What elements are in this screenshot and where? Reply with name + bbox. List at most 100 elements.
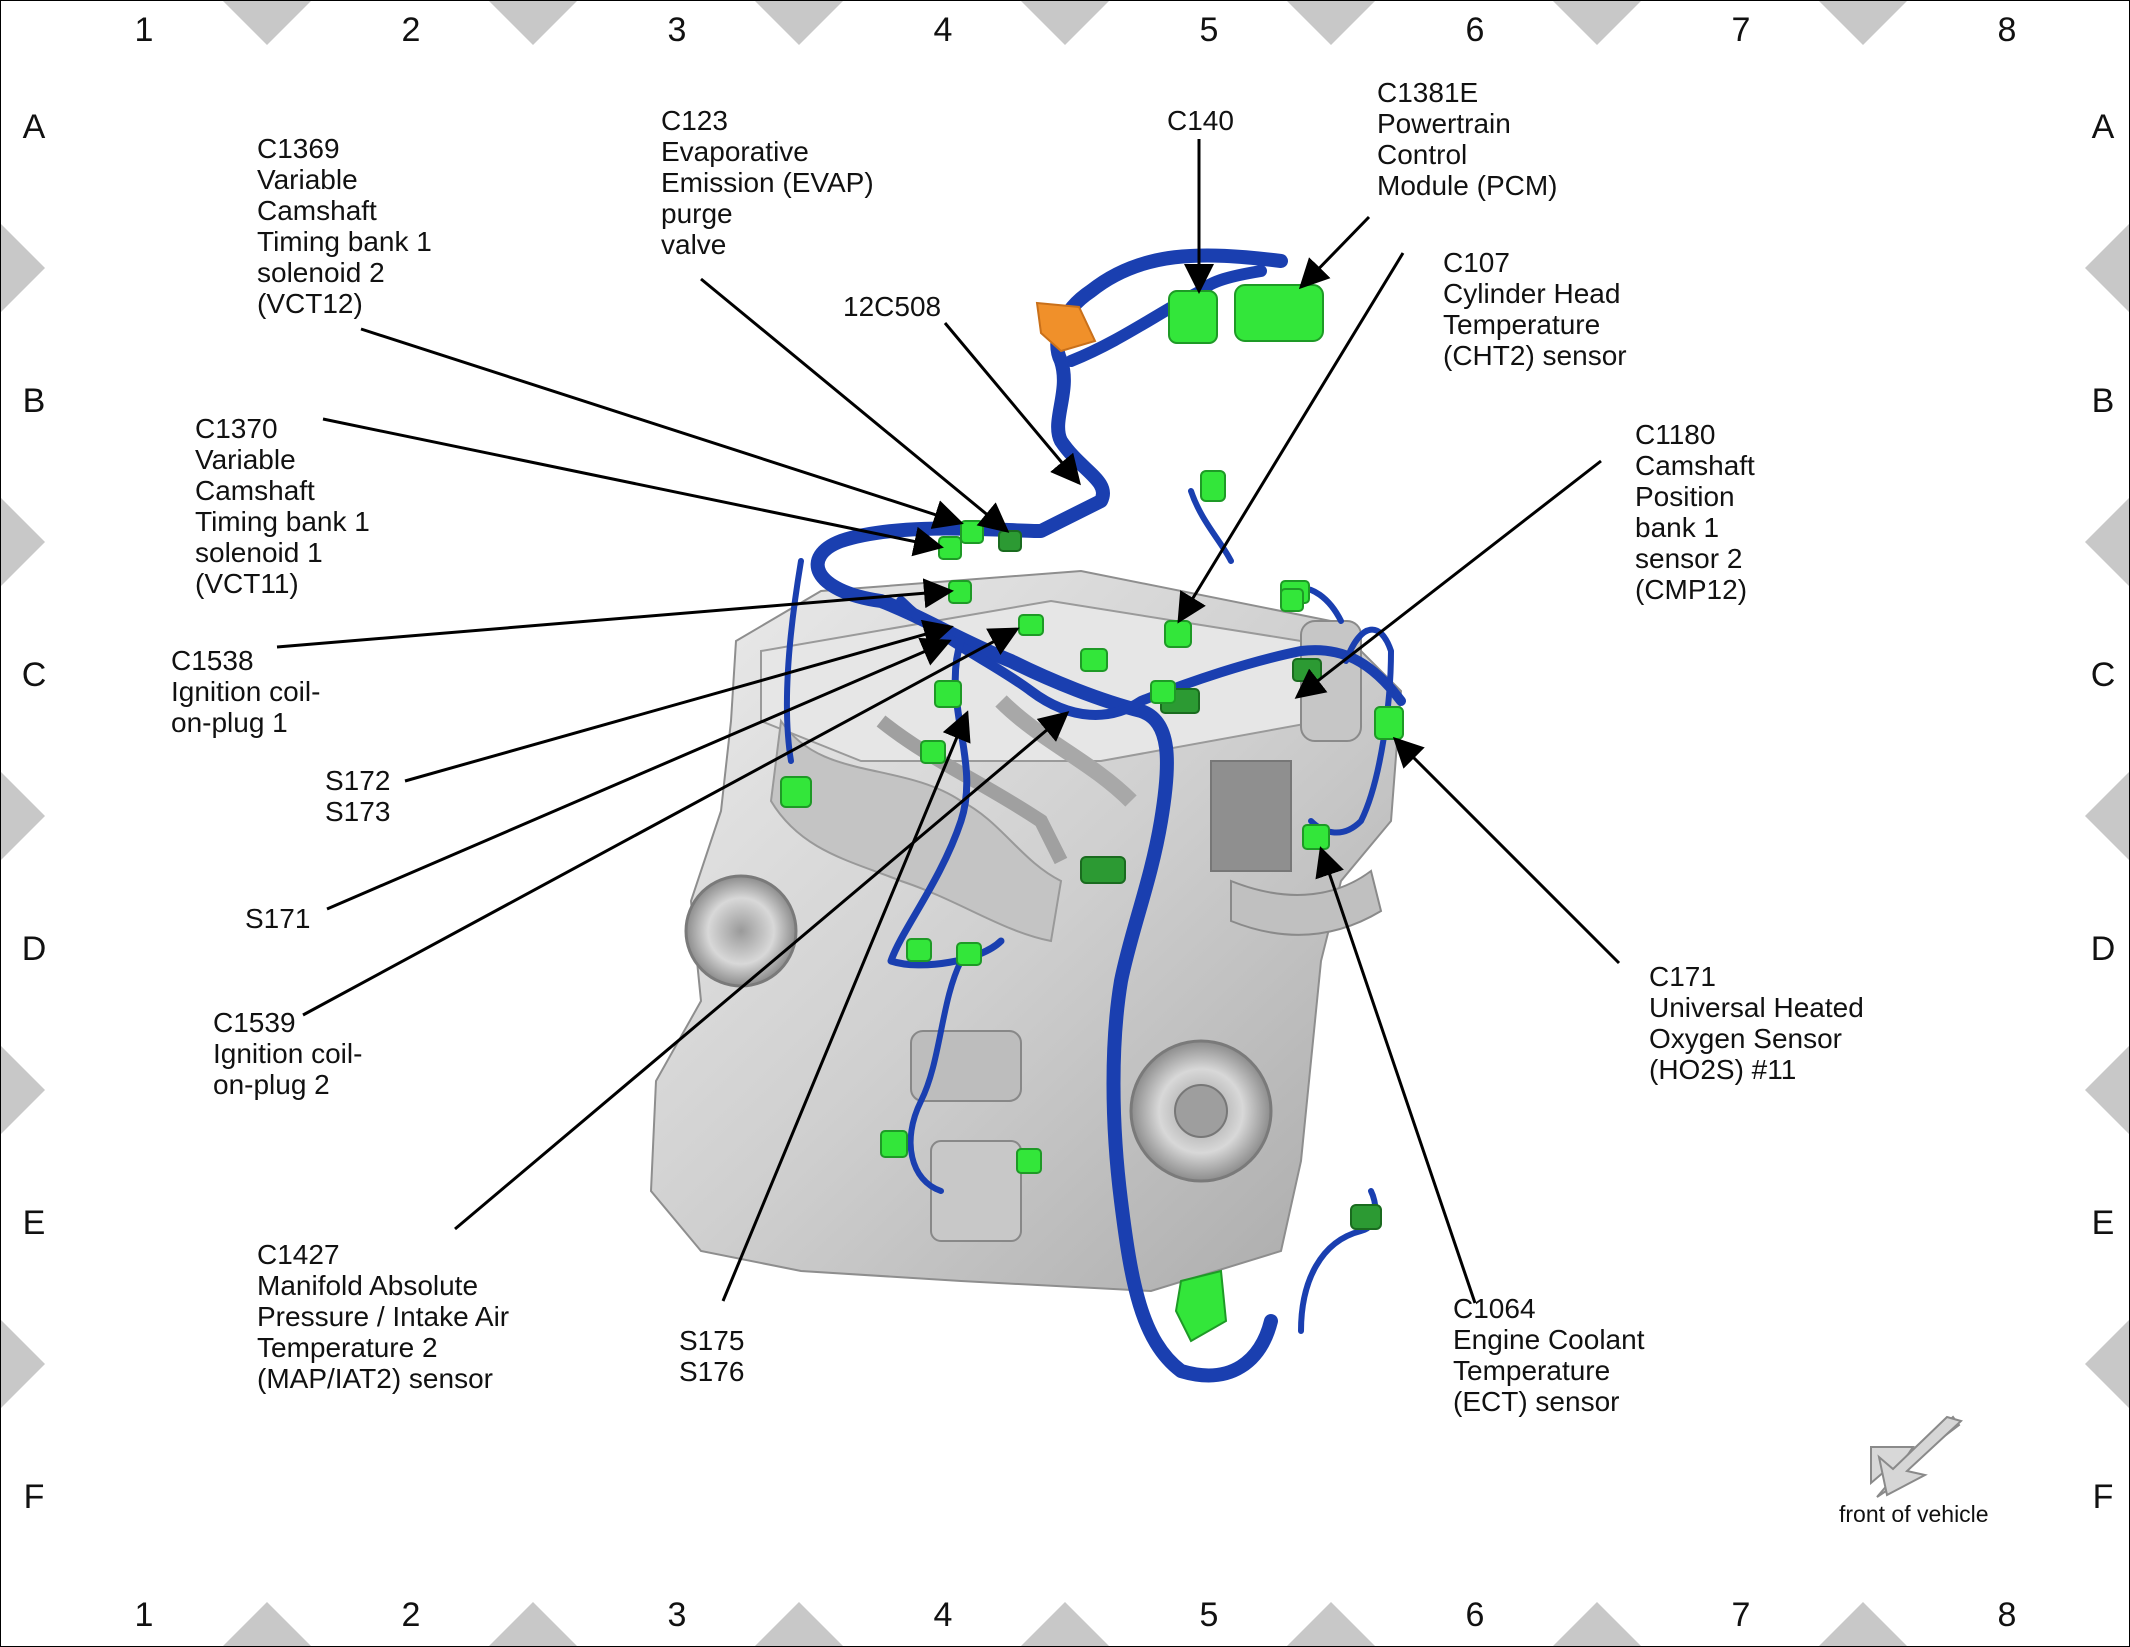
frame-marker-triangle (1819, 1, 1907, 45)
connector-injector (920, 740, 946, 764)
frame-marker-triangle (1819, 1602, 1907, 1646)
leader-c1180 (1294, 459, 1602, 699)
grid-row-labels-left: A B C D E F (22, 108, 47, 1516)
connector-coil (780, 776, 812, 808)
label-c1538: C1538 Ignition coil- on-plug 1 (171, 645, 321, 738)
label-c123: C123 Evaporative Emission (EVAP) purge v… (661, 105, 874, 260)
leader-12c508 (943, 322, 1081, 486)
frame-marker-triangle (489, 1, 577, 45)
connectors (780, 284, 1404, 1343)
grid-row-label: E (2092, 1204, 2115, 1242)
grid-col-label: 1 (135, 1596, 154, 1634)
label-s172-s173: S172 S173 (325, 765, 391, 827)
harness-branch-coil1 (783, 558, 804, 764)
oil-filter-housing (930, 1140, 1022, 1242)
connector-ckp (1174, 1269, 1228, 1343)
connector-ect-end (1350, 1204, 1382, 1230)
grid-row-label: A (23, 108, 46, 146)
leader-c1370 (322, 417, 944, 557)
grid-col-label: 7 (1732, 11, 1751, 49)
grid-row-label: D (22, 930, 47, 968)
frame-marker-triangle (223, 1602, 311, 1646)
connector-c1064 (1302, 824, 1330, 850)
grid-row-label: E (23, 1204, 46, 1242)
harness-branch-cht (1188, 488, 1234, 564)
frame-marker-triangle (1287, 1602, 1375, 1646)
frame-marker-triangle (1, 1046, 45, 1134)
connector-c1538 (948, 580, 972, 604)
frame-marker-triangle (1021, 1602, 1109, 1646)
grid-row-label: F (24, 1478, 45, 1516)
grid-col-label: 4 (934, 11, 953, 49)
grid-column-labels-top: 1 2 3 4 5 6 7 8 (135, 11, 2017, 49)
leader-c171 (1392, 736, 1621, 965)
frame-marker-triangle (755, 1602, 843, 1646)
label-c107: C107 Cylinder Head Temperature (CHT2) se… (1443, 247, 1627, 371)
connector-c1370 (938, 536, 962, 560)
grid-column-labels-bottom: 1 2 3 4 5 6 7 8 (135, 1596, 2017, 1634)
leader-c1369 (360, 327, 964, 529)
grid-col-label: 5 (1200, 1596, 1219, 1634)
frame-marker-triangle (223, 1, 311, 45)
grid-row-label: D (2091, 930, 2116, 968)
leader-s172-s173 (404, 619, 954, 783)
frame-marker-triangle (1553, 1602, 1641, 1646)
connector-injector (934, 680, 962, 708)
front-of-vehicle-label: front of vehicle (1839, 1501, 1989, 1527)
frame-marker-triangle (1021, 1, 1109, 45)
connector-c107 (1164, 620, 1192, 648)
frame-marker-triangle (1, 772, 45, 860)
gasket-plate (1210, 760, 1292, 872)
grid-col-label: 1 (135, 11, 154, 49)
grid-row-label: A (2092, 108, 2115, 146)
label-c1370: C1370 Variable Camshaft Timing bank 1 so… (195, 413, 370, 599)
label-c1539: C1539 Ignition coil- on-plug 2 (213, 1007, 363, 1100)
leader-c1381e (1298, 215, 1371, 290)
intake-runner (876, 715, 1068, 865)
connector-oil (1016, 1148, 1042, 1174)
connector-c140 (1168, 290, 1218, 344)
frame-marker-triangle (2085, 1046, 2129, 1134)
connector-cht (1280, 588, 1304, 612)
frame-marker-triangle (2085, 498, 2129, 586)
grid-col-label: 5 (1200, 11, 1219, 49)
leader-lines (276, 139, 1621, 1304)
label-c1064: C1064 Engine Coolant Temperature (ECT) s… (1453, 1293, 1645, 1417)
grid-col-label: 8 (1998, 11, 2017, 49)
grid-col-label: 7 (1732, 1596, 1751, 1634)
grid-col-label: 3 (668, 1596, 687, 1634)
connector-c1369 (960, 520, 984, 544)
label-c1369: C1369 Variable Camshaft Timing bank 1 so… (257, 133, 432, 319)
label-c1427: C1427 Manifold Absolute Pressure / Intak… (257, 1239, 510, 1394)
leader-c123 (700, 277, 1010, 533)
label-c1180: C1180 Camshaft Position bank 1 sensor 2 … (1635, 419, 1755, 605)
crank-hub (1174, 1084, 1228, 1138)
connector-starter (956, 942, 982, 966)
connector-c123 (998, 530, 1022, 552)
frame-marker-triangle (2085, 224, 2129, 312)
alternator (684, 874, 798, 988)
leader-c1539 (302, 627, 1020, 1017)
grid-col-label: 6 (1466, 1596, 1485, 1634)
label-12c508: 12C508 (843, 291, 942, 322)
label-c1381e: C1381E Powertrain Control Module (PCM) (1377, 77, 1558, 201)
front-of-vehicle-arrow-icon (1870, 1415, 1963, 1498)
pcm-harness-bracket (1035, 301, 1097, 353)
frame-marker-triangle (1, 224, 45, 312)
harness-branch-oil (907, 958, 964, 1194)
leader-c1427 (454, 711, 1070, 1231)
frame-marker-triangle (2085, 1320, 2129, 1408)
leader-c1064 (1315, 846, 1477, 1304)
leader-c1538 (276, 578, 954, 649)
grid-col-label: 4 (934, 1596, 953, 1634)
grid-col-label: 2 (402, 1596, 421, 1634)
connector-harness-inline (1150, 680, 1176, 704)
grid-row-label: B (2092, 382, 2115, 420)
intake-runner (769, 718, 1063, 943)
frame-marker-triangle (2085, 772, 2129, 860)
leader-s175-s176 (721, 710, 971, 1302)
grid-col-label: 2 (402, 11, 421, 49)
frame-marker-triangle (1, 498, 45, 586)
